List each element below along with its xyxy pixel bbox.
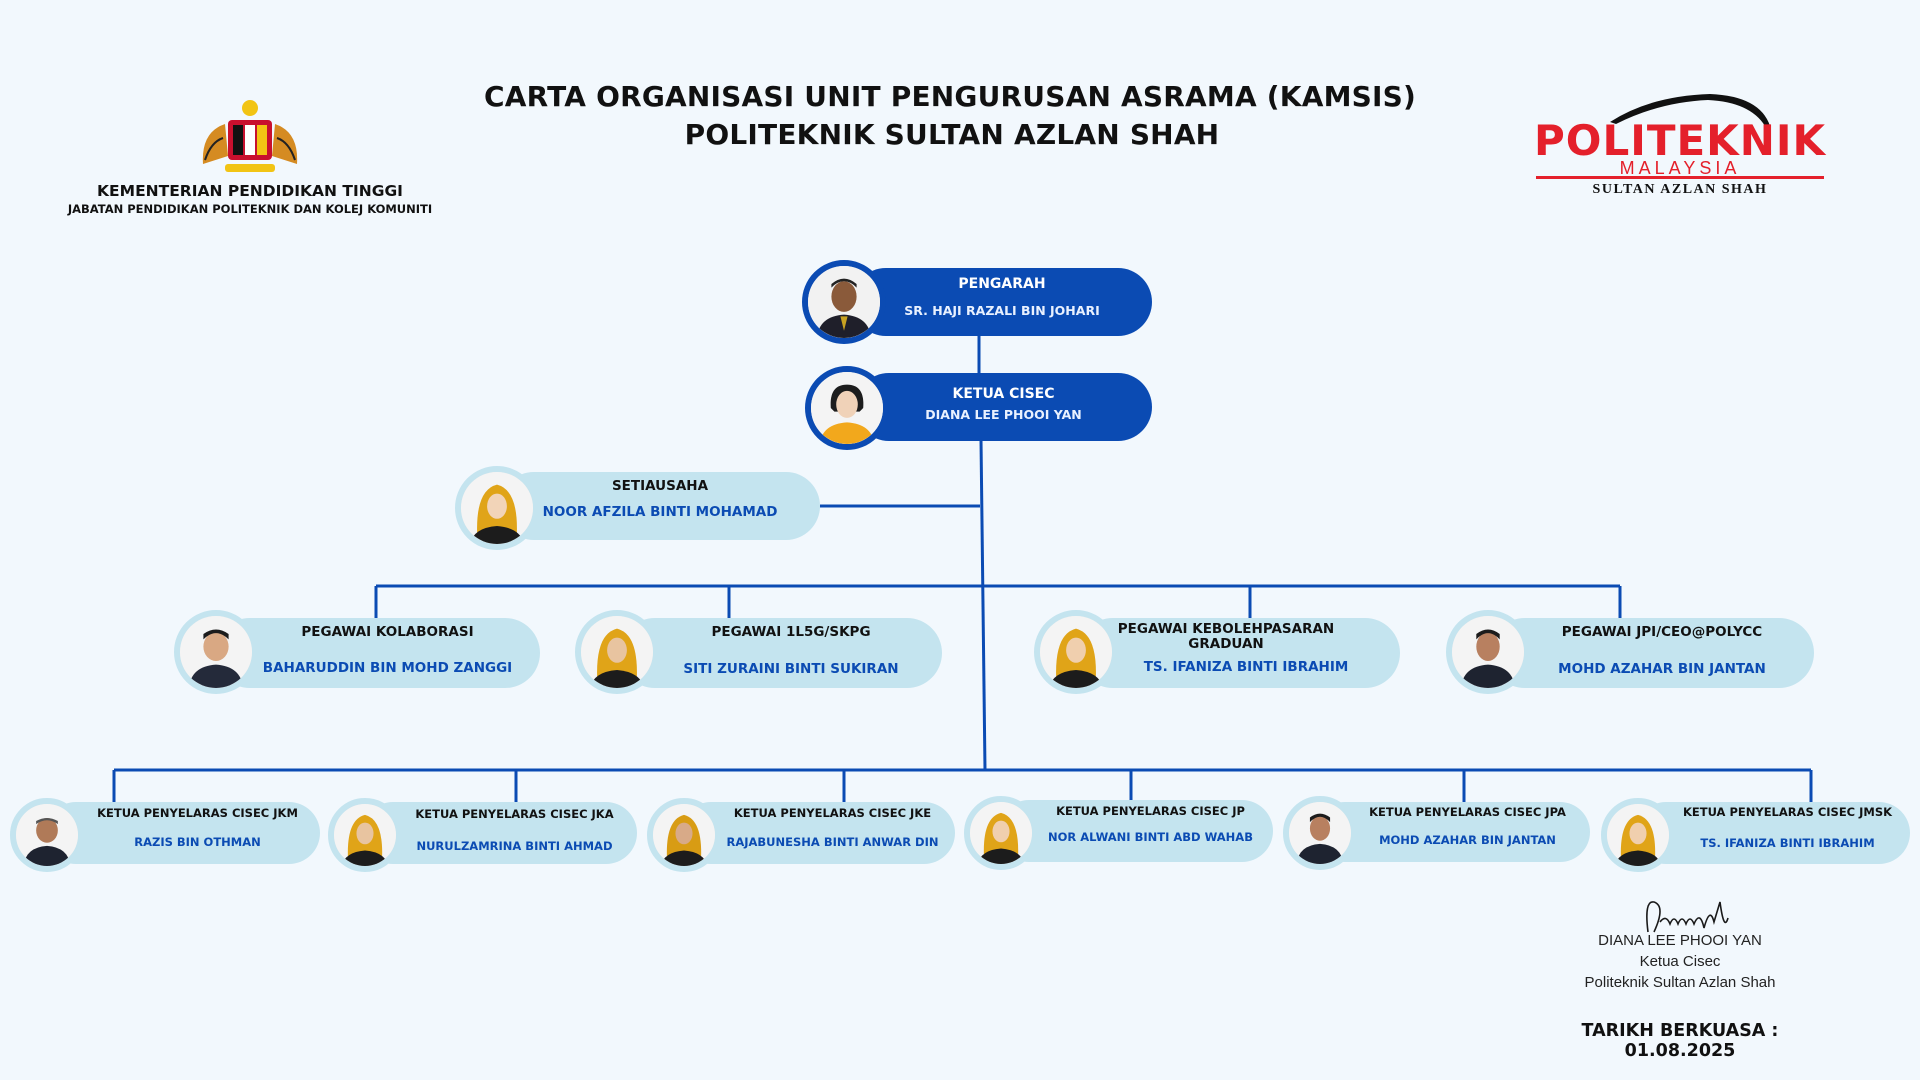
logo-country: MALAYSIA [1536, 159, 1824, 179]
swoosh-icon [1610, 94, 1770, 126]
officer-box-1: PEGAWAI KOLABORASI BAHARUDDIN BIN MOHD Z… [215, 618, 540, 688]
secretary-name: NOOR AFZILA BINTI MOHAMAD [542, 504, 778, 520]
coordinator-role-5: KETUA PENYELARAS CISEC JPA [1369, 805, 1566, 819]
head-role: KETUA CISEC [952, 386, 1055, 402]
director-photo [802, 260, 886, 344]
officer-box-4: PEGAWAI JPI/CEO@POLYCC MOHD AZAHAR BIN J… [1490, 618, 1814, 688]
logo-word: POLITEKNIK [1533, 116, 1827, 165]
officer-name-3: TS. IFANIZA BINTI IBRAHIM [1143, 659, 1349, 675]
coordinator-box-4: KETUA PENYELARAS CISEC JP NOR ALWANI BIN… [998, 800, 1273, 862]
signature-icon [1646, 901, 1729, 933]
chart-title-line1: CARTA ORGANISASI UNIT PENGURUSAN ASRAMA … [484, 80, 1416, 113]
coordinator-photo-1 [10, 798, 84, 872]
coordinator-photo-3 [647, 798, 721, 872]
signature-block: DIANA LEE PHOOI YAN Ketua Cisec Politekn… [1560, 901, 1800, 993]
coordinator-name-6: TS. IFANIZA BINTI IBRAHIM [1700, 836, 1875, 850]
coordinator-role-3: KETUA PENYELARAS CISEC JKE [733, 806, 932, 820]
malaysia-coat-of-arms-icon [195, 98, 305, 178]
secretary-box: SETIAUSAHA NOOR AFZILA BINTI MOHAMAD [500, 472, 820, 540]
coordinator-role-4: KETUA PENYELARAS CISEC JP [1056, 804, 1245, 818]
coordinator-box-3: KETUA PENYELARAS CISEC JKE RAJABUNESHA B… [680, 802, 955, 864]
director-box: PENGARAH SR. HAJI RAZALI BIN JOHARI [852, 268, 1152, 336]
coordinator-role-2: KETUA PENYELARAS CISEC JKA [415, 807, 614, 821]
secretary-photo [455, 466, 539, 550]
head-name: DIANA LEE PHOOI YAN [925, 407, 1082, 422]
coordinator-box-6: KETUA PENYELARAS CISEC JMSK TS. IFANIZA … [1635, 802, 1910, 864]
coordinator-box-2: KETUA PENYELARAS CISEC JKA NURULZAMRINA … [362, 802, 637, 864]
politeknik-logo: POLITEKNIK MALAYSIA SULTAN AZLAN SHAH [1530, 92, 1830, 198]
officer-role-2: PEGAWAI 1L5G/SKPG [711, 624, 871, 640]
coordinator-box-5: KETUA PENYELARAS CISEC JPA MOHD AZAHAR B… [1315, 802, 1590, 862]
officer-photo-1 [174, 610, 258, 694]
coordinator-photo-2 [328, 798, 402, 872]
ministry-name: KEMENTERIAN PENDIDIKAN TINGGI [97, 182, 403, 200]
effective-date: TARIKH BERKUASA : 01.08.2025 [1581, 1021, 1779, 1061]
coordinator-photo-4 [964, 796, 1038, 870]
officer-role-3: PEGAWAI KEBOLEHPASARAN GRADUAN [1117, 621, 1335, 652]
coordinator-box-1: KETUA PENYELARAS CISEC JKM RAZIS BIN OTH… [45, 802, 320, 864]
chart-title-line2: POLITEKNIK SULTAN AZLAN SHAH [684, 118, 1220, 151]
coordinator-name-2: NURULZAMRINA BINTI AHMAD [416, 839, 613, 853]
director-role: PENGARAH [958, 276, 1046, 292]
officer-photo-3 [1034, 610, 1118, 694]
signatory-title: Ketua Cisec [1639, 953, 1721, 970]
signatory-institution: Politeknik Sultan Azlan Shah [1584, 974, 1776, 991]
officer-name-2: SITI ZURAINI BINTI SUKIRAN [683, 661, 899, 677]
coordinator-role-1: KETUA PENYELARAS CISEC JKM [97, 806, 298, 820]
department-name: JABATAN PENDIDIKAN POLITEKNIK DAN KOLEJ … [67, 202, 433, 216]
coordinator-photo-6 [1601, 798, 1675, 872]
head-box: KETUA CISEC DIANA LEE PHOOI YAN [855, 373, 1152, 441]
officer-photo-4 [1446, 610, 1530, 694]
officer-role-4: PEGAWAI JPI/CEO@POLYCC [1561, 624, 1763, 640]
officer-name-1: BAHARUDDIN BIN MOHD ZANGGI [262, 660, 513, 676]
officer-name-4: MOHD AZAHAR BIN JANTAN [1558, 661, 1766, 677]
officer-box-2: PEGAWAI 1L5G/SKPG SITI ZURAINI BINTI SUK… [620, 618, 942, 688]
coordinator-name-4: NOR ALWANI BINTI ABD WAHAB [1048, 830, 1253, 844]
ministry-logo: KEMENTERIAN PENDIDIKAN TINGGI JABATAN PE… [60, 98, 440, 216]
director-name: SR. HAJI RAZALI BIN JOHARI [904, 303, 1100, 318]
signatory-name: DIANA LEE PHOOI YAN [1598, 932, 1762, 949]
officer-box-3: PEGAWAI KEBOLEHPASARAN GRADUAN TS. IFANI… [1078, 618, 1400, 688]
coordinator-name-5: MOHD AZAHAR BIN JANTAN [1379, 833, 1556, 847]
coordinator-role-6: KETUA PENYELARAS CISEC JMSK [1682, 805, 1893, 819]
officer-role-1: PEGAWAI KOLABORASI [301, 624, 474, 640]
coordinator-name-1: RAZIS BIN OTHMAN [134, 835, 261, 849]
logo-campus: SULTAN AZLAN SHAH [1592, 182, 1768, 197]
coordinator-photo-5 [1283, 796, 1357, 870]
head-photo [805, 366, 889, 450]
coordinator-name-3: RAJABUNESHA BINTI ANWAR DIN [726, 835, 939, 849]
officer-photo-2 [575, 610, 659, 694]
secretary-role: SETIAUSAHA [611, 478, 709, 494]
